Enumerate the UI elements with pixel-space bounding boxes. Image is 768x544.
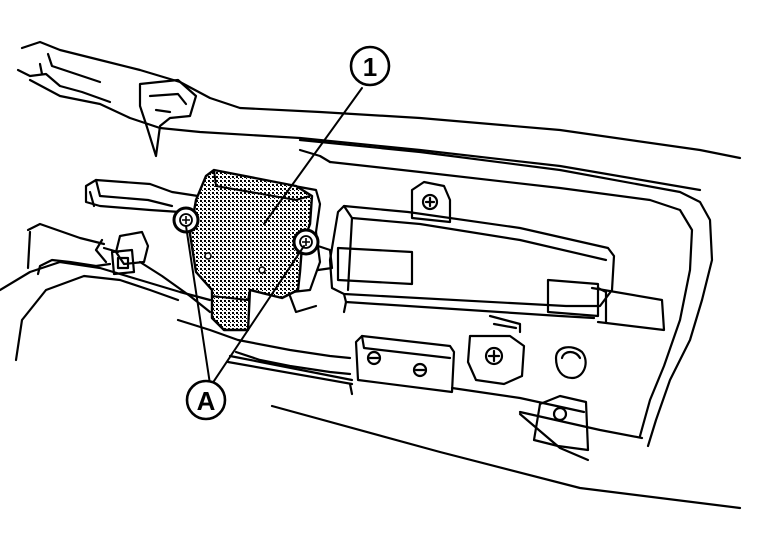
grommet: [554, 346, 587, 380]
bottom-bracket: [532, 394, 590, 452]
callout-1: 1: [349, 45, 391, 87]
screw-left: [172, 206, 200, 234]
callout-a: A: [185, 379, 227, 421]
leader-line-1: [263, 87, 363, 225]
unit-rear-housing: [288, 184, 334, 314]
leader-line-a-right: [211, 245, 305, 385]
upper-trim-panel: [16, 40, 742, 192]
module-lower-tab: [466, 334, 526, 386]
control-module: [328, 180, 666, 334]
callout-1-label: 1: [363, 52, 377, 82]
trim-clip: [138, 78, 198, 158]
lower-dash-panel: [0, 222, 742, 510]
glovebox-frame: [298, 138, 714, 448]
callout-a-label: A: [197, 386, 216, 416]
screw-right: [292, 228, 320, 256]
lower-bracket: [354, 334, 456, 394]
harness-connector: [94, 230, 150, 276]
sensor-unit-part-1: [188, 168, 314, 332]
leader-line-a-left: [185, 225, 211, 385]
